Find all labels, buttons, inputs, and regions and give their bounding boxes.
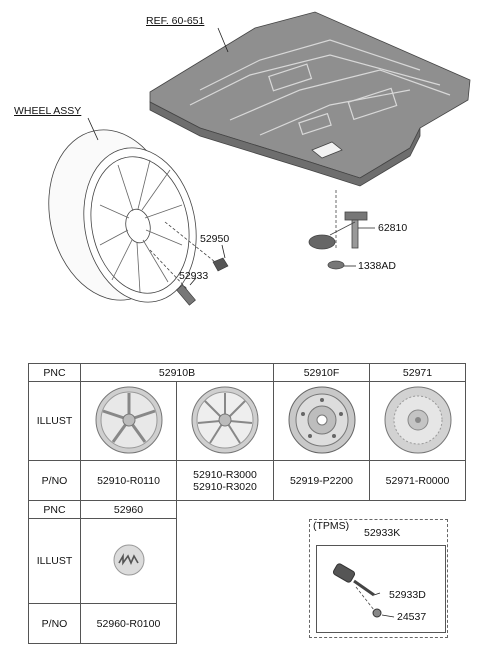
kia-emblem-icon: [113, 544, 144, 575]
ref-label[interactable]: REF. 60-651: [146, 15, 205, 27]
pno-52910-r0110: 52910-R0110: [80, 460, 177, 501]
pnc-52960: 52960: [80, 500, 177, 519]
pno-52919-p2200: 52919-P2200: [273, 460, 370, 501]
emblem-illust: [80, 518, 177, 604]
table-row: ILLUST: [28, 381, 466, 461]
wheel-illust-2: [176, 381, 274, 461]
part-52933-label: 52933: [179, 270, 209, 282]
table-row: PNC 52910B 52910F 52971: [28, 363, 466, 382]
row-header-pnc: PNC: [28, 363, 81, 382]
spare-wheel-icon: [384, 386, 451, 453]
table-row: ILLUST: [28, 518, 466, 604]
row-header-pnc-2: PNC: [28, 500, 81, 519]
wheel-assy-drawing: [48, 129, 197, 303]
row-header-pno-2: P/NO: [28, 603, 81, 644]
pno-52960-r0100: 52960-R0100: [80, 603, 177, 644]
steel-wheel-icon: [288, 386, 355, 453]
table-row: P/NO 52910-R0110 52910-R3000 52910-R3020…: [28, 460, 466, 501]
part-62810-label: 62810: [378, 222, 408, 234]
pno-52910-r3020-line: 52910-R3020: [193, 480, 257, 493]
alloy-wheel-icon: [95, 386, 162, 453]
tpms-pnc-52933k: 52933K: [364, 527, 401, 539]
valve-part: [149, 249, 197, 306]
wheel-illust-1: [80, 381, 177, 461]
pno-52910-r3000-line: 52910-R3000: [193, 468, 257, 481]
wheel-parts-table: PNC 52910B 52910F 52971 ILLUST: [28, 363, 466, 644]
row-header-illust: ILLUST: [28, 381, 81, 461]
alloy-wheel-icon: [191, 386, 259, 453]
part-24537-label: 24537: [397, 611, 427, 623]
part-52933d-label: 52933D: [389, 589, 426, 601]
ref-leader: [217, 27, 229, 53]
wheel-assy-label[interactable]: WHEEL ASSY: [14, 105, 82, 117]
tpms-title: (TPMS): [313, 520, 350, 532]
tpms-box: [309, 519, 448, 638]
floor-panel: [149, 11, 471, 187]
tpms-sensor-part: [332, 563, 381, 597]
tpms-parts-frame: [316, 545, 446, 633]
table-row: P/NO 52960-R0100: [28, 603, 466, 644]
wheel-leader: [87, 117, 99, 141]
part-52950-label: 52950: [200, 233, 230, 245]
wheel-illust-3: [273, 381, 370, 461]
pnc-52971: 52971: [369, 363, 466, 382]
pnc-52910f: 52910F: [273, 363, 370, 382]
tpms-sensor-drawing: [332, 563, 395, 618]
part-1338ad-label: 1338AD: [358, 260, 396, 272]
carrier-part: [308, 190, 375, 270]
pnc-52910b: 52910B: [80, 363, 274, 382]
wheel-illust-4: [369, 381, 466, 461]
pno-52910-r3000: 52910-R3000 52910-R3020: [176, 460, 274, 501]
center-cap-part: [164, 221, 229, 272]
pno-52971-r0000: 52971-R0000: [369, 460, 466, 501]
row-header-pno: P/NO: [28, 460, 81, 501]
table-row: PNC 52960: [28, 500, 466, 519]
row-header-illust-2: ILLUST: [28, 518, 81, 604]
valve-nut-part: [355, 586, 395, 618]
